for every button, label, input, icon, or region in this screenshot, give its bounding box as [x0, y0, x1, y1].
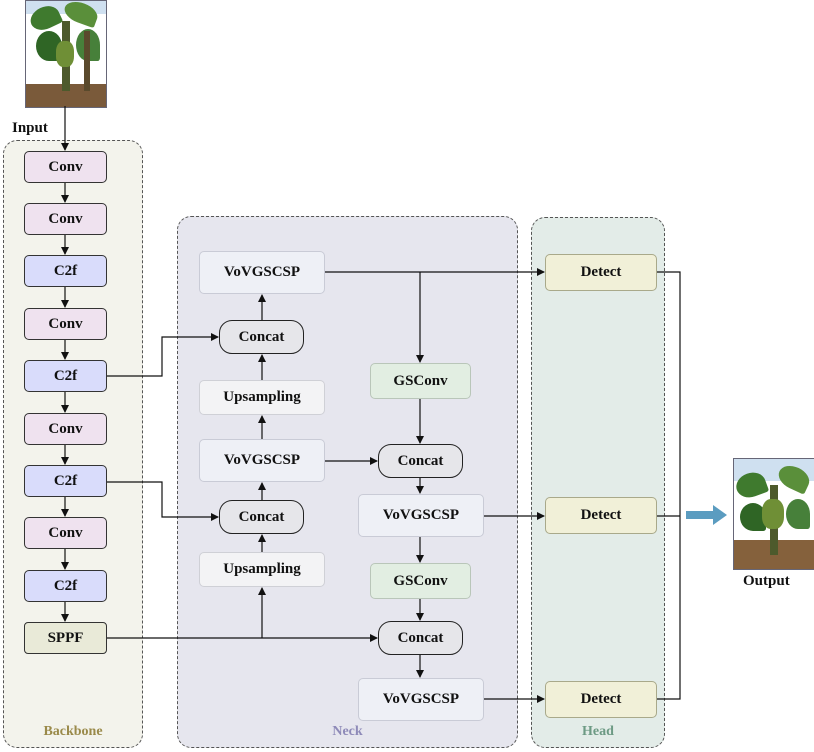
neck-concat-right-bottom: Concat: [378, 621, 463, 655]
backbone-conv-1: Conv: [24, 151, 107, 183]
neck-concat-mid: Concat: [219, 500, 304, 534]
backbone-c2f-2: C2f: [24, 360, 107, 392]
edge-detect-bracket: [657, 271, 681, 700]
backbone-conv-3: Conv: [24, 308, 107, 340]
output-label: Output: [743, 573, 790, 589]
input-image: [25, 0, 107, 108]
output-image: [733, 458, 814, 570]
input-label: Input: [12, 120, 48, 136]
backbone-label: Backbone: [43, 724, 103, 739]
head-detect-top: Detect: [545, 254, 657, 291]
neck-upsampling-bottom: Upsampling: [199, 552, 325, 587]
head-region: [531, 217, 665, 748]
backbone-c2f-3: C2f: [24, 465, 107, 497]
neck-vovgscsp-top: VoVGSCSP: [199, 251, 325, 294]
neck-vovgscsp-mid: VoVGSCSP: [199, 439, 325, 482]
neck-gsconv-top: GSConv: [370, 363, 471, 399]
backbone-c2f-4: C2f: [24, 570, 107, 602]
edge-c2f3-concat-mid: [107, 481, 219, 521]
edge-c2f2-concat-top: [107, 333, 219, 377]
output-arrow: [686, 505, 727, 525]
neck-vovgscsp-right-mid: VoVGSCSP: [358, 494, 484, 537]
neck-label: Neck: [332, 724, 363, 739]
backbone-conv-5: Conv: [24, 517, 107, 549]
neck-concat-top: Concat: [219, 320, 304, 354]
backbone-conv-2: Conv: [24, 203, 107, 235]
neck-region: [177, 216, 518, 748]
neck-upsampling-top: Upsampling: [199, 380, 325, 415]
head-detect-mid: Detect: [545, 497, 657, 534]
backbone-conv-4: Conv: [24, 413, 107, 445]
neck-concat-right-top: Concat: [378, 444, 463, 478]
backbone-sppf: SPPF: [24, 622, 107, 654]
backbone-c2f-1: C2f: [24, 255, 107, 287]
head-label: Head: [582, 724, 614, 739]
neck-gsconv-bottom: GSConv: [370, 563, 471, 599]
neck-vovgscsp-right-bottom: VoVGSCSP: [358, 678, 484, 721]
head-detect-bottom: Detect: [545, 681, 657, 718]
